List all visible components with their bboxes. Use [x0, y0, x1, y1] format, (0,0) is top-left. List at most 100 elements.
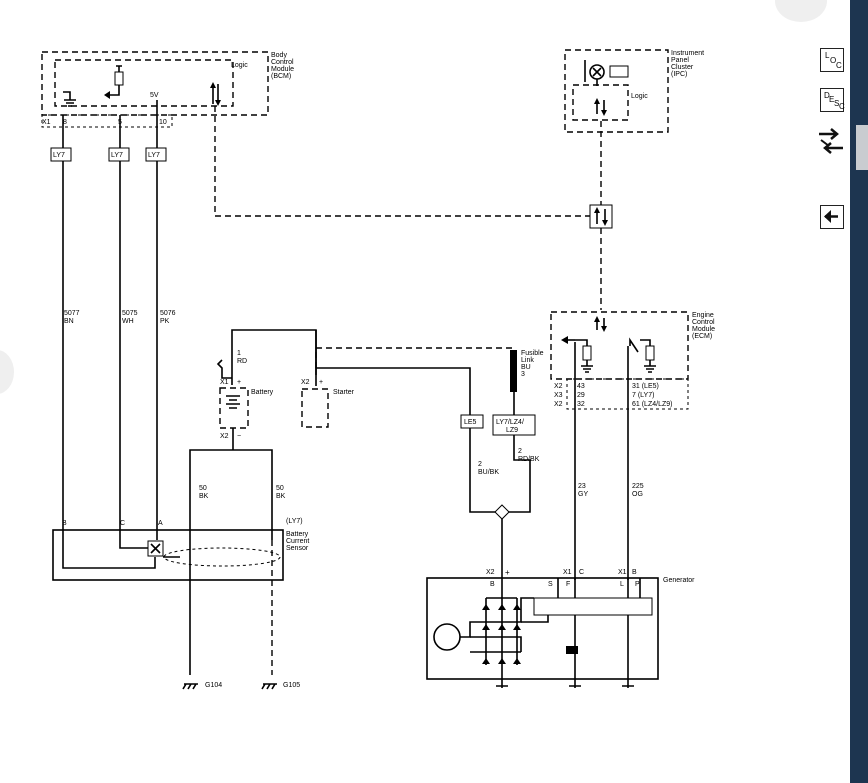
svg-text:PK: PK [160, 318, 170, 325]
right-edge-panel [850, 0, 868, 783]
svg-text:Engine: Engine [692, 312, 714, 319]
svg-text:RD: RD [237, 358, 247, 365]
svg-text:P: P [635, 581, 640, 588]
corner-circle [775, 0, 827, 22]
bcm-module: Body Control Module (BCM) Logic 5V X1 8 … [41, 51, 294, 128]
svg-text:BU/BK: BU/BK [478, 469, 499, 476]
svg-text:RD/BK: RD/BK [518, 456, 540, 463]
svg-text:X1: X1 [220, 379, 229, 386]
svg-text:Module: Module [692, 326, 715, 333]
svg-text:10: 10 [159, 119, 167, 126]
svg-text:Link: Link [521, 357, 534, 364]
svg-text:X2: X2 [486, 569, 495, 576]
svg-text:Logic: Logic [631, 93, 648, 100]
desc-letter-s: S [834, 99, 840, 108]
loc-letter-c: C [836, 61, 842, 70]
scrollbar-thumb[interactable] [856, 125, 868, 170]
svg-text:5077: 5077 [64, 310, 80, 317]
swap-arrows-icon[interactable] [817, 126, 845, 158]
svg-text:B: B [632, 569, 637, 576]
svg-text:B: B [62, 520, 67, 527]
svg-text:61 (LZ4/LZ9): 61 (LZ4/LZ9) [632, 401, 672, 408]
svg-text:X2: X2 [220, 433, 229, 440]
svg-text:Control: Control [271, 59, 294, 66]
svg-text:50: 50 [276, 485, 284, 492]
svg-text:BK: BK [199, 493, 209, 500]
loc-letter-l: L [825, 51, 830, 60]
svg-text:A: A [158, 520, 163, 527]
svg-text:Body: Body [271, 52, 287, 59]
svg-text:31 (LE5): 31 (LE5) [632, 383, 659, 390]
svg-text:Panel: Panel [671, 57, 689, 64]
svg-text:BU: BU [521, 364, 531, 371]
svg-text:X1: X1 [42, 119, 51, 126]
starter: X2 + Starter [301, 330, 515, 428]
svg-text:X2: X2 [301, 379, 310, 386]
svg-text:OG: OG [632, 491, 643, 498]
svg-text:L: L [620, 581, 624, 588]
svg-text:LZ9: LZ9 [506, 427, 518, 434]
svg-text:B: B [490, 581, 495, 588]
svg-text:7 (LY7): 7 (LY7) [632, 392, 654, 399]
svg-text:G105: G105 [283, 682, 300, 689]
svg-text:+: + [237, 379, 241, 386]
svg-text:Control: Control [692, 319, 715, 326]
loc-letter-o: O [830, 56, 837, 65]
ipc-module: Instrument Panel Cluster (IPC) Logic [564, 49, 704, 133]
svg-text:5076: 5076 [160, 310, 176, 317]
desc-letter-e: E [829, 95, 835, 104]
svg-text:43: 43 [577, 383, 585, 390]
svg-text:(ECM): (ECM) [692, 333, 712, 340]
svg-text:5075: 5075 [122, 310, 138, 317]
svg-text:X2: X2 [554, 401, 563, 408]
svg-text:Logic: Logic [231, 62, 248, 69]
svg-text:Module: Module [271, 66, 294, 73]
location-button[interactable]: L O C [820, 48, 844, 72]
svg-text:+: + [505, 568, 510, 577]
svg-text:2: 2 [478, 461, 482, 468]
battery-current-sensor: B C A (LY7) Battery Current Sensor [52, 518, 309, 581]
svg-text:(IPC): (IPC) [671, 71, 687, 78]
svg-text:Starter: Starter [333, 389, 355, 396]
svg-text:(BCM): (BCM) [271, 73, 291, 80]
desc-letter-d: D [824, 91, 830, 100]
back-arrow-icon [824, 210, 838, 223]
svg-text:C: C [579, 569, 584, 576]
svg-text:−: − [237, 433, 241, 440]
svg-text:Generator: Generator [663, 577, 695, 584]
svg-text:29: 29 [577, 392, 585, 399]
generator: Generator X2 + B X1 C X1 B S F L P [426, 568, 695, 688]
svg-text:Instrument: Instrument [671, 50, 704, 57]
desc-letter-c: C [839, 102, 845, 111]
svg-text:LY7: LY7 [111, 152, 123, 159]
ecm-gen-wires: 23 GY 225 OG [574, 342, 644, 580]
svg-text:WH: WH [122, 318, 134, 325]
svg-text:8: 8 [63, 119, 67, 126]
svg-text:X1: X1 [618, 569, 627, 576]
serial-data-lines [214, 106, 613, 310]
svg-text:+: + [319, 379, 323, 386]
fusible-link: Fusible Link BU 3 LE5 LY7/LZ4/ LZ9 2 BU/… [460, 350, 544, 580]
back-arrow-button[interactable] [820, 205, 844, 229]
svg-text:2: 2 [518, 448, 522, 455]
svg-text:Battery: Battery [251, 389, 274, 396]
svg-text:(LY7): (LY7) [286, 518, 303, 525]
svg-text:23: 23 [578, 483, 586, 490]
svg-text:Sensor: Sensor [286, 545, 309, 552]
svg-text:32: 32 [577, 401, 585, 408]
svg-text:Battery: Battery [286, 531, 309, 538]
svg-text:LY7/LZ4/: LY7/LZ4/ [496, 419, 524, 426]
ly7-tags: LY7 LY7 LY7 [50, 147, 167, 162]
left-edge-circle [0, 350, 14, 394]
svg-text:225: 225 [632, 483, 644, 490]
svg-text:LY7: LY7 [53, 152, 65, 159]
description-button[interactable]: D E S C [820, 88, 845, 112]
grounds: G104 G105 [182, 682, 300, 690]
svg-text:C: C [120, 520, 125, 527]
svg-text:S: S [548, 581, 553, 588]
svg-text:Current: Current [286, 538, 309, 545]
svg-text:X2: X2 [554, 383, 563, 390]
svg-text:3: 3 [521, 371, 525, 378]
svg-text:BK: BK [276, 493, 286, 500]
